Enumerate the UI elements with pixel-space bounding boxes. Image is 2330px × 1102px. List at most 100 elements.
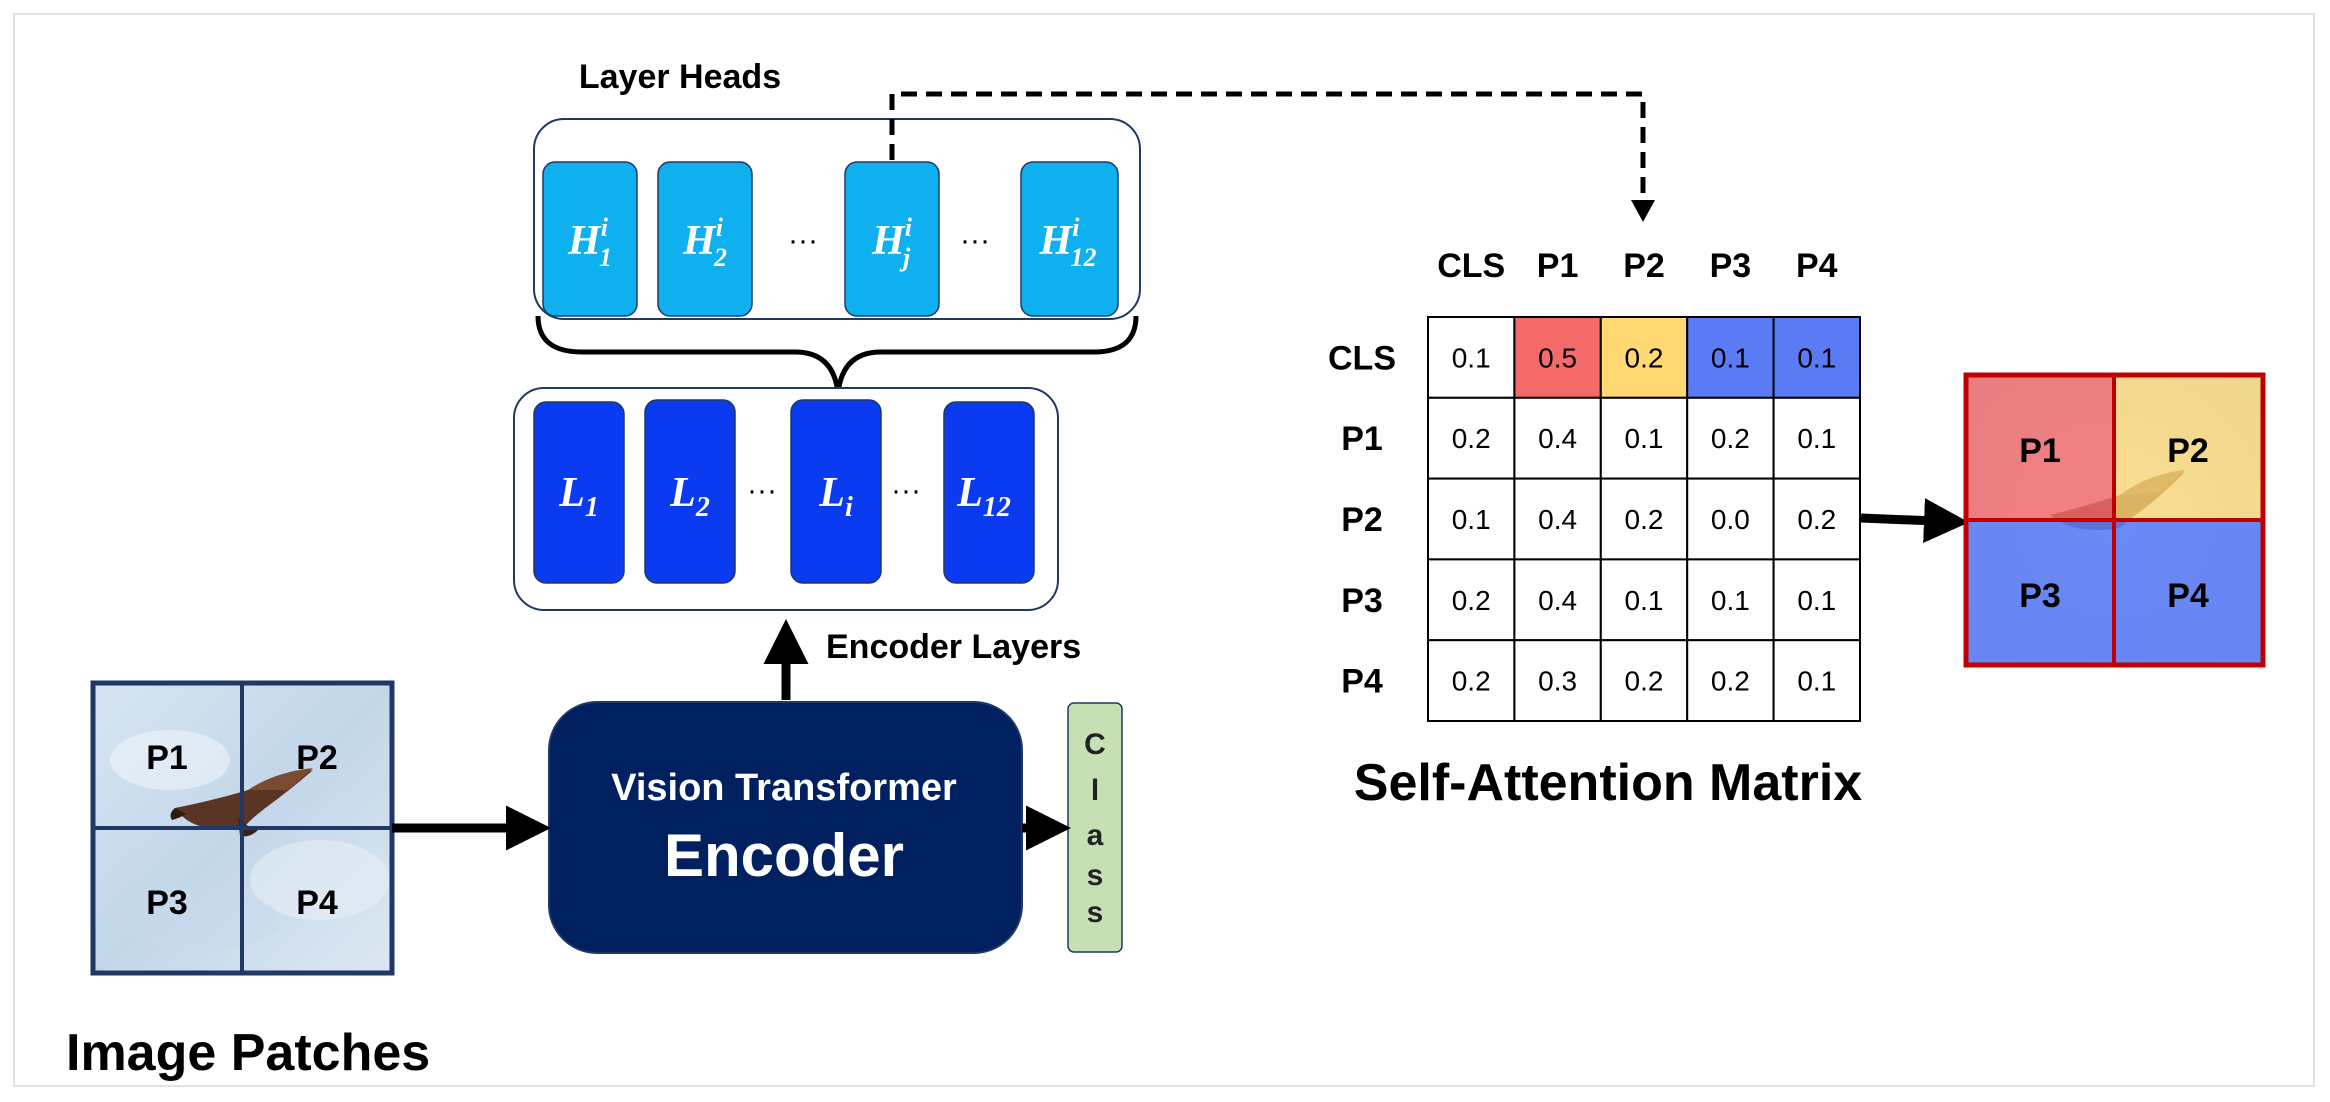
matrix-value-2-3: 0.0 [1711, 504, 1750, 535]
head-2-sup: i [716, 213, 724, 242]
matrix-row-header-1: P1 [1341, 420, 1383, 458]
head-2-base: H [682, 218, 717, 264]
head-12-base: H [1039, 218, 1074, 264]
matrix-cell-2-4 [1772, 477, 1861, 561]
head-j-sup: i [905, 213, 913, 242]
overlay-tint-p2 [2114, 375, 2263, 520]
encoder-title-line1: Vision Transformer [611, 767, 957, 809]
matrix-value-2-1: 0.4 [1538, 504, 1577, 535]
matrix-cell-3-0 [1427, 558, 1516, 642]
layer-12-base: L [956, 470, 983, 516]
matrix-row-header-3: P3 [1341, 582, 1383, 620]
matrix-value-1-4: 0.1 [1797, 423, 1836, 454]
matrix-value-3-1: 0.4 [1538, 585, 1577, 616]
patch-label-p2: P2 [296, 739, 338, 777]
layers-ellipsis-1: ··· [747, 474, 777, 507]
svg-text:Hi1: Hi1 [567, 213, 612, 272]
encoder-layers-label: Encoder Layers [826, 628, 1081, 666]
head-j-base: H [871, 218, 906, 264]
patch-label-p3: P3 [146, 884, 188, 922]
layer-2-base: L [669, 470, 696, 516]
head-1-sup: i [601, 213, 609, 242]
matrix-value-4-1: 0.3 [1538, 666, 1577, 697]
matrix-cell-1-4 [1772, 396, 1861, 480]
encoder-title-line2: Encoder [664, 822, 904, 889]
matrix-cell-2-2 [1599, 477, 1689, 561]
matrix-cell-1-1 [1513, 396, 1602, 480]
patch-label-p1: P1 [146, 739, 188, 777]
matrix-cell-2-1 [1513, 477, 1602, 561]
overlay-label-p3: P3 [2019, 577, 2061, 615]
overlay-label-p1: P1 [2019, 432, 2061, 470]
layer-12-sub: 12 [983, 492, 1011, 523]
svg-text:Li: Li [818, 470, 853, 523]
matrix-value-0-1: 0.5 [1538, 342, 1577, 373]
matrix-value-4-4: 0.1 [1797, 666, 1836, 697]
matrix-value-3-3: 0.1 [1711, 585, 1750, 616]
head-1-sub: 1 [599, 243, 612, 272]
matrix-value-1-0: 0.2 [1452, 423, 1491, 454]
attention-overlay-grid [1963, 372, 2266, 668]
overlay-label-p2: P2 [2167, 432, 2209, 470]
svg-text:L2: L2 [669, 470, 710, 523]
image-patches-label: Image Patches [66, 1024, 430, 1082]
matrix-cell-4-4 [1772, 639, 1861, 723]
matrix-value-3-0: 0.2 [1452, 585, 1491, 616]
layer-i-base: L [818, 470, 845, 516]
matrix-cell-4-3 [1686, 639, 1775, 723]
svg-text:L12: L12 [956, 470, 1011, 523]
matrix-col-header-0: CLS [1437, 247, 1505, 285]
layer-i: Li [790, 399, 882, 584]
head-12-sup: i [1072, 213, 1080, 242]
matrix-value-2-0: 0.1 [1452, 504, 1491, 535]
figure-frame [13, 13, 2315, 1087]
matrix-cell-4-0 [1427, 639, 1516, 723]
layer-1-sub: 1 [585, 492, 599, 523]
head-12-sub: 12 [1070, 243, 1096, 272]
matrix-value-1-2: 0.1 [1625, 423, 1664, 454]
matrix-value-0-0: 0.1 [1452, 342, 1491, 373]
heads-ellipsis-1: ··· [788, 224, 818, 257]
matrix-value-4-2: 0.2 [1625, 666, 1664, 697]
matrix-value-2-4: 0.2 [1797, 504, 1836, 535]
dashed-arrowhead [1631, 200, 1655, 222]
layer-2-sub: 2 [695, 492, 710, 523]
overlay-label-p4: P4 [2167, 577, 2209, 615]
matrix-cell-3-3 [1686, 558, 1775, 642]
matrix-cell-2-0 [1427, 477, 1516, 561]
matrix-cell-1-3 [1686, 396, 1775, 480]
matrix-value-4-0: 0.2 [1452, 666, 1491, 697]
class-letter-a: a [1087, 819, 1104, 852]
matrix-col-header-3: P3 [1710, 247, 1752, 285]
matrix-value-1-1: 0.4 [1538, 423, 1577, 454]
overlay-tint-p1 [1966, 375, 2114, 520]
layers-ellipsis-2: ··· [891, 474, 921, 507]
matrix-value-0-2: 0.2 [1625, 342, 1664, 373]
layer-12: L12 [943, 401, 1035, 584]
svg-text:Hij: Hij [871, 213, 913, 272]
class-letter-l: l [1091, 774, 1099, 807]
class-letter-s1: s [1087, 859, 1104, 892]
matrix-col-header-4: P4 [1796, 247, 1838, 285]
matrix-row-header-2: P2 [1341, 501, 1383, 539]
matrix-to-overlay-arrow [1860, 498, 1969, 544]
overlay-tint-p3 [1966, 520, 2114, 665]
matrix-cell-1-0 [1427, 396, 1516, 480]
matrix-cell-3-1 [1513, 558, 1602, 642]
head-to-matrix-dashed-connector [889, 91, 1646, 208]
class-letter-s2: s [1087, 896, 1104, 929]
layer-heads-label: Layer Heads [579, 58, 781, 96]
layer-i-sub: i [845, 492, 853, 523]
matrix-value-4-3: 0.2 [1711, 666, 1750, 697]
matrix-cell-0-2 [1599, 316, 1689, 399]
layer-2: L2 [644, 399, 736, 584]
matrix-value-3-2: 0.1 [1625, 585, 1664, 616]
layer-1-base: L [558, 470, 585, 516]
head-2-sub: 2 [713, 243, 727, 272]
